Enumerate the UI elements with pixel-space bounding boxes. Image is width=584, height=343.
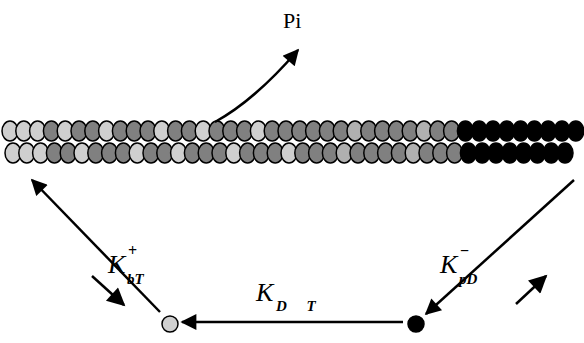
- gtp-subunit: [162, 316, 178, 332]
- rate-subscript: D T: [276, 299, 316, 314]
- rate-symbol: K: [440, 252, 457, 278]
- phosphate-label: Pi: [283, 10, 301, 32]
- tubulin-subunit: [568, 121, 584, 141]
- gdp-subunit: [408, 316, 424, 332]
- rate-symbol: K: [108, 252, 125, 278]
- rebinding-arrow: [516, 276, 546, 304]
- tubulin-subunit: [557, 143, 573, 163]
- rate-symbol: K: [256, 280, 273, 306]
- binding-arrow: [32, 180, 160, 312]
- rate-subscript: pD: [459, 272, 477, 287]
- depolymerisation-arrow: [426, 180, 574, 314]
- rate-superscript: +: [128, 243, 137, 259]
- rate-subscript: bT: [127, 272, 144, 287]
- release-arrow: [215, 50, 298, 122]
- exchange-arrow: [182, 321, 403, 324]
- rate-superscript: −: [460, 243, 469, 259]
- filament: [2, 121, 584, 163]
- unbinding-arrow: [92, 276, 124, 305]
